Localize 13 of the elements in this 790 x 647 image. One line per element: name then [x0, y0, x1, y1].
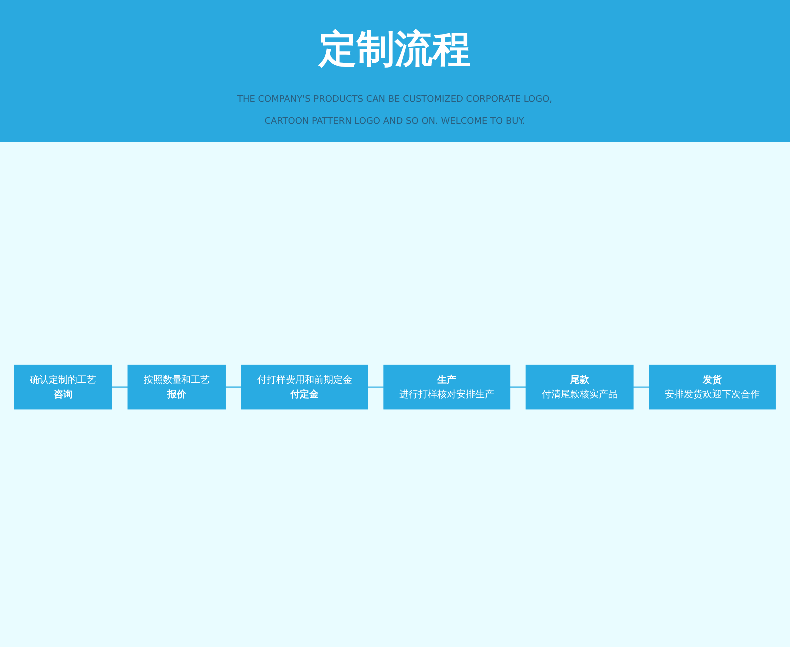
page-title: 定制流程 — [319, 26, 471, 73]
connector — [368, 386, 384, 388]
node-box: 发货 安排发货欢迎下次合作 — [649, 364, 776, 410]
connector — [634, 386, 650, 388]
connector — [510, 386, 526, 388]
node-box: 确认定制的工艺 咨询 — [14, 364, 112, 410]
connector — [226, 386, 242, 388]
connector — [112, 386, 128, 388]
node-box: 付打样费用和前期定金 付定金 — [242, 364, 368, 410]
node-box: 生产 进行打样核对安排生产 — [384, 364, 511, 410]
subtitle: THE COMPANY'S PRODUCTS CAN BE CUSTOMIZED CORPORATE LOGO, CARTOON PATTERN LOGO AND SO ON. WELCOME TO BUY. — [236, 94, 554, 129]
node-box: 尾款 付清尾款核实产品 — [526, 364, 634, 410]
node-box: 按照数量和工艺 报价 — [128, 364, 226, 410]
